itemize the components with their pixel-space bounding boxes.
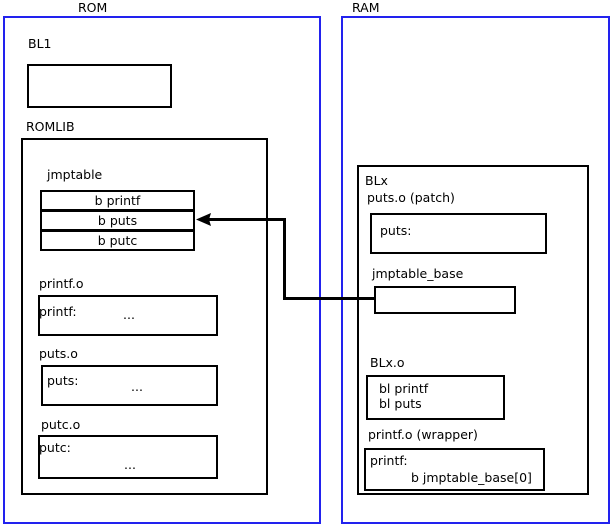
printf-o-box: printf: ...: [38, 295, 218, 336]
connector-arrowhead-icon: [196, 213, 211, 226]
blx-o-caption: BLx.o: [370, 355, 405, 370]
bl1-box: [27, 64, 172, 108]
putc-o-box: putc: ...: [38, 435, 218, 479]
printf-wrapper-branch: b jmptable_base[0]: [411, 470, 532, 485]
jmptable-base-caption: jmptable_base: [372, 266, 464, 281]
jmptable-row-0: b printf: [40, 190, 195, 211]
printf-wrapper-caption: printf.o (wrapper): [368, 427, 478, 442]
printf-wrapper-box: printf: b jmptable_base[0]: [364, 448, 545, 491]
bl1-caption: BL1: [28, 36, 52, 51]
blx-o-line-2: bl puts: [379, 396, 422, 411]
puts-o-body: ...: [131, 379, 143, 394]
jmptable-row-2: b putc: [40, 230, 195, 251]
blx-caption: BLx: [365, 173, 388, 188]
jmptable-row-1-label: b puts: [97, 212, 138, 228]
puts-patch-caption: puts.o (patch): [367, 190, 455, 205]
blx-o-line-1: bl printf: [379, 381, 429, 396]
jmptable-caption: jmptable: [47, 167, 103, 182]
romlib-caption: ROMLIB: [26, 119, 75, 134]
connector-segment-vertical: [283, 218, 286, 300]
jmptable-row-0-label: b printf: [94, 192, 141, 208]
puts-patch-symbol: puts:: [380, 223, 412, 238]
jmptable-row-1: b puts: [40, 210, 195, 231]
connector-segment-top: [206, 218, 286, 221]
printf-o-body: ...: [123, 307, 135, 322]
blx-o-box: bl printf bl puts: [366, 375, 505, 420]
ram-region-label: RAM: [352, 0, 380, 15]
printf-o-symbol: printf:: [39, 304, 77, 319]
putc-o-symbol: putc:: [39, 440, 71, 455]
rom-region-label: ROM: [78, 0, 108, 15]
puts-o-caption: puts.o: [39, 346, 78, 361]
jmptable-row-2-label: b putc: [97, 232, 138, 248]
puts-o-symbol: puts:: [47, 373, 79, 388]
putc-o-body: ...: [124, 457, 136, 472]
puts-o-box: puts: ...: [41, 365, 218, 406]
bl1-body: [29, 66, 170, 74]
connector-segment-bottom: [283, 297, 376, 300]
puts-patch-box: puts:: [370, 213, 547, 254]
printf-o-caption: printf.o: [39, 276, 84, 291]
putc-o-caption: putc.o: [41, 417, 81, 432]
printf-wrapper-symbol: printf:: [370, 453, 408, 468]
jmptable-base-box: [374, 286, 516, 314]
